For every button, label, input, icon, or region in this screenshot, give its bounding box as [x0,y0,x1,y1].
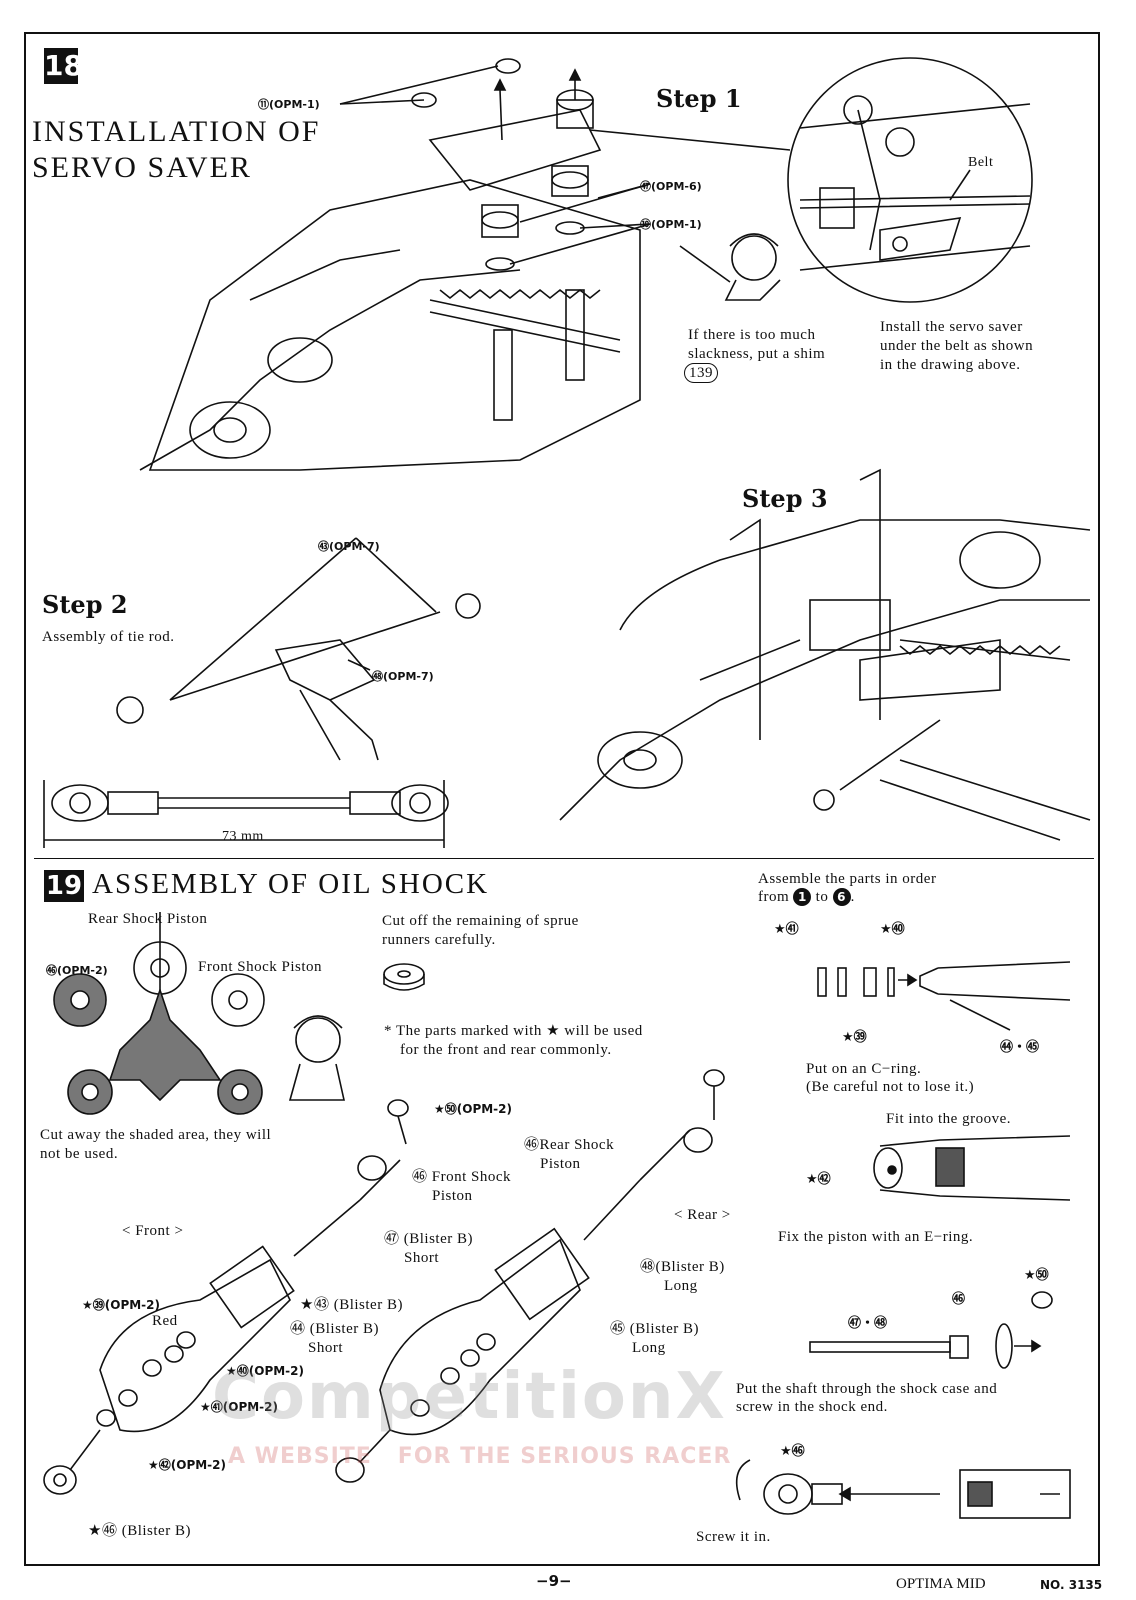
label-f-81: ★㊶(OPM-2) [200,1400,278,1414]
chassis-assembled-drawing [559,468,1091,841]
install-note-line3: in the drawing above. [880,357,1021,373]
watermark-logo: CompetitionX [212,1360,727,1434]
label-r-75b: Long [632,1340,666,1356]
label-star81: ★㊶ [774,922,799,937]
label-76-right: ㊻ [952,1292,966,1307]
e-ring-note: Fix the piston with an E−ring. [778,1229,974,1245]
step1-heading: Step 1 [656,84,742,113]
label-r-78b: Long [664,1278,698,1294]
section-title-line1: INSTALLATION OF [32,115,321,148]
label-74-75: ㊹・㊺ [1000,1040,1040,1055]
section19-title: ASSEMBLY OF OIL SHOCK [92,868,490,900]
order-note-line2: from 1 to 6. [758,888,855,906]
label-opm1-mid: ⑲(OPM-1) [640,218,702,231]
label-opm7-mid: ㊽(OPM-7) [372,670,434,683]
cut-sprue-line1: Cut off the remaining of sprue [382,913,579,929]
common-note-line1: * The parts marked with ★ will be used [384,1023,643,1039]
page-number: −9− [536,1572,572,1590]
screw-in-note: Screw it in. [696,1529,771,1545]
section-divider [34,858,1094,859]
install-note-line2: under the belt as shown [880,338,1034,354]
front-tag: < Front > [122,1223,184,1239]
label-star60: ★㊿ [1024,1268,1049,1283]
page-frame [24,32,1100,1566]
tie-rod-assembly-drawing [43,537,481,848]
step2-subtitle: Assembly of tie rod. [42,629,175,645]
step3-heading: Step 3 [742,484,828,513]
section-number-18: 18 [44,48,83,84]
watermark-tagline: A WEBSITE FOR THE SERIOUS RACER [228,1444,732,1469]
label-opm1-top: ⑪(OPM-1) [258,98,320,111]
c-ring-line2: (Be careful not to lose it.) [806,1079,975,1095]
c-ring-line1: Put on an C−ring. [806,1061,922,1077]
rear-tag: < Rear > [674,1207,731,1223]
label-f-74: ㊹ (Blister B) [290,1321,379,1337]
install-note-line1: Install the servo saver [880,319,1023,335]
label-76-opm2: ㊻(OPM-2) [46,964,108,977]
label-f-77: ㊼ (Blister B) [384,1231,473,1247]
step2-heading: Step 2 [42,590,128,619]
label-f-79: ★㊴(OPM-2) [82,1298,160,1312]
label-opm7-top: ㊸(OPM-7) [318,540,380,553]
label-f-red: Red [152,1313,178,1329]
order-note-line1: Assemble the parts in order [758,871,937,887]
shim-number: 139 [684,363,718,383]
order-step-1-badge: 1 [793,888,812,906]
model-name: OPTIMA MID [896,1576,986,1592]
front-piston-label: Front Shock Piston [198,959,323,975]
label-f-76b: Piston [432,1188,473,1204]
label-star80: ★㊵ [880,922,905,937]
label-77-78: ㊼・㊽ [848,1316,888,1331]
label-star79: ★㊴ [842,1030,867,1045]
label-f-83: ★㊸ (Blister B) [300,1297,403,1313]
section-title-line2: SERVO SAVER [32,151,252,184]
label-r-75: ㊺ (Blister B) [610,1321,699,1337]
label-star86-right: ★㊻ [780,1444,805,1459]
piston-sprue-drawing [53,912,425,1115]
order-step-6-badge: 6 [832,888,851,906]
mechanic-character-icon [679,233,781,301]
label-star82: ★㊷ [806,1172,831,1187]
label-r-78: ㊽(Blister B) [640,1259,725,1275]
e-ring-shaft-drawing [809,1291,1053,1369]
label-f-86: ★㊻ (Blister B) [88,1523,191,1539]
manual-number: NO. 3135 [1040,1578,1103,1592]
label-opm6: ㊼(OPM-6) [640,180,702,193]
shaft-note-line2: screw in the shock end. [736,1399,888,1415]
label-f-77b: Short [404,1250,440,1266]
servo-saver-exploded-drawing [139,58,651,471]
rear-shock-exploded-drawing [335,1069,725,1483]
order-from: from [758,889,790,905]
label-r-76: ㊻Rear Shock [524,1137,615,1153]
label-f-74b: Short [308,1340,344,1356]
cut-sprue-line2: runners carefully. [382,932,496,948]
shim-note-line1: If there is too much [688,327,816,343]
shaft-note-line1: Put the shaft through the shock case and [736,1381,998,1397]
shock-end-screw-drawing [735,1459,1071,1519]
groove-note: Fit into the groove. [886,1111,1011,1127]
cut-away-line2: not be used. [40,1146,119,1162]
cut-away-line1: Cut away the shaded area, they will [40,1127,272,1143]
c-ring-assembly-drawing [817,961,1071,1031]
section-number-19: 19 [44,870,84,902]
front-shock-exploded-drawing [43,1099,409,1495]
label-r-76b: Piston [540,1156,581,1172]
label-f-80: ★㊵(OPM-2) [226,1364,304,1378]
order-to: to [815,889,829,905]
belt-detail-circle [589,57,1033,303]
rear-piston-label: Rear Shock Piston [88,911,208,927]
belt-label: Belt [968,155,994,170]
groove-fit-drawing [873,1135,1071,1201]
label-f-82: ★㊷(OPM-2) [148,1458,226,1472]
label-f-60: ★㊿(OPM-2) [434,1102,512,1116]
shim-note-line2: slackness, put a shim [688,346,826,362]
label-f-76: ㊻ Front Shock [412,1169,512,1185]
common-note-line2: for the front and rear commonly. [400,1042,612,1058]
